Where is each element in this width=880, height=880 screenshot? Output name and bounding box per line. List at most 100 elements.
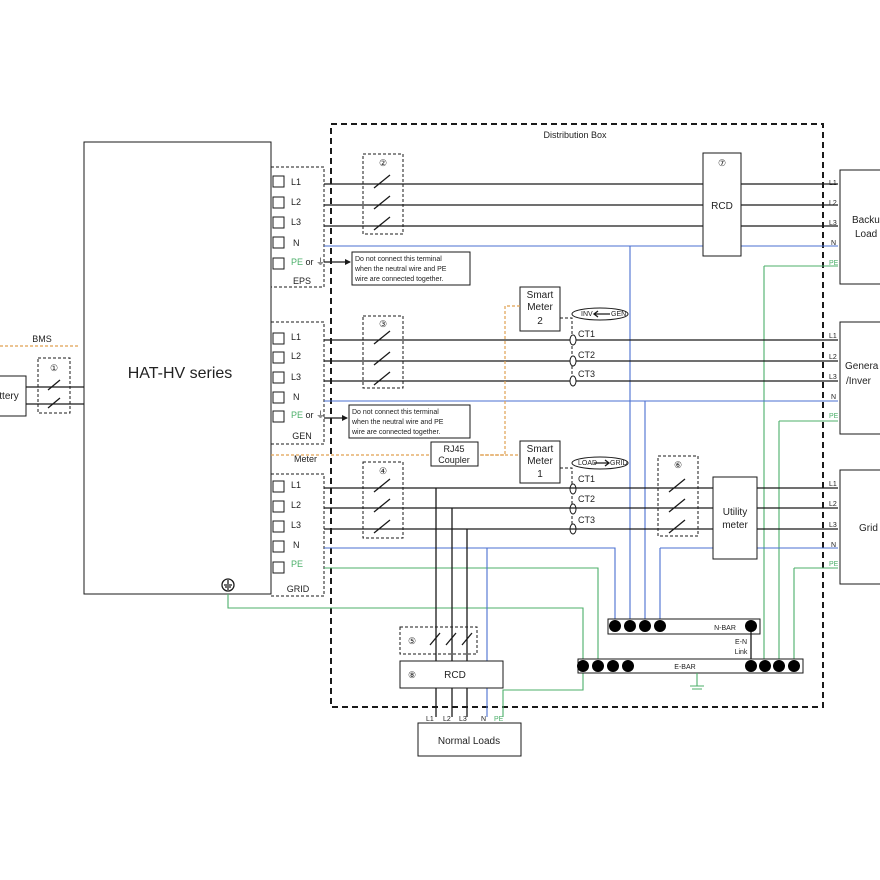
rcd-bottom-label: RCD [444, 670, 466, 681]
grid-neutral-wire [324, 547, 616, 623]
gen-note-line-2: when the neutral wire and PE [351, 419, 444, 426]
utility-meter-line-1: Utility [723, 507, 747, 518]
switch-5-contacts [429, 632, 473, 646]
grid-l1: L1 [291, 480, 301, 490]
smart-meter-1-box [519, 440, 561, 484]
normal-loads-pe-wire [502, 668, 584, 717]
eps-terminal-frame [270, 166, 325, 288]
sm2-ct1: CT1 [578, 329, 595, 339]
sm2-ct3: CT3 [578, 369, 595, 379]
earth-ground-icon [690, 673, 704, 690]
gen-n: N [293, 392, 300, 402]
switch-6-contacts [668, 478, 686, 534]
gen-pe-wire [778, 420, 838, 663]
switch-3-frame [362, 315, 404, 389]
eps-pe-row: PE or ⏚ [291, 257, 325, 267]
switch-4-frame [362, 461, 404, 539]
switch-1-number: ① [50, 363, 58, 373]
generator-pin-l2: L2 [829, 354, 837, 361]
distribution-box-title: Distribution Box [543, 130, 607, 140]
grid-source-pin-l2: L2 [829, 501, 837, 508]
grid-source-pin-l3: L3 [829, 522, 837, 529]
backup-pin-l1: L1 [829, 180, 837, 187]
normal-loads-pin-l3: L3 [459, 716, 467, 723]
grid-line-wires [324, 487, 838, 530]
sm2-ct2: CT2 [578, 350, 595, 360]
generator-line-1: Genera [845, 361, 879, 372]
eps-name: EPS [293, 276, 311, 286]
grid-side-pe [793, 567, 838, 663]
switch-1-contacts [47, 379, 61, 409]
normal-loads-box [417, 722, 522, 757]
switch-3-number: ③ [379, 319, 387, 329]
inverter-box [83, 141, 272, 595]
eps-note-line-3: wire are connected together. [354, 276, 443, 283]
sm1-ct2: CT2 [578, 494, 595, 504]
eps-l3: L3 [291, 217, 301, 227]
switch-8-number: ⑧ [408, 670, 416, 680]
bms-label: BMS [32, 334, 52, 344]
smart-meter-1-line-2: Meter [527, 456, 553, 467]
n-bar-label: N-BAR [714, 625, 736, 632]
eps-pe: PE [291, 257, 303, 267]
rcd-top-box [702, 152, 742, 257]
eps-l1: L1 [291, 177, 301, 187]
eps-terminal-pins [272, 175, 285, 270]
generator-line-2: /Inver [846, 376, 872, 387]
meter-label: Meter [294, 454, 317, 464]
battery-label: ttery [0, 391, 19, 402]
inverter-ground-wire [227, 594, 584, 663]
inverter-title: HAT-HV series [128, 365, 233, 382]
utility-meter-line-2: meter [722, 520, 748, 531]
sm1-ct1: CT1 [578, 474, 595, 484]
grid-l3: L3 [291, 520, 301, 530]
rcd-bottom-box [399, 660, 504, 689]
smart-meter-2-line-3: 2 [537, 316, 543, 327]
switch-2-number: ② [379, 158, 387, 168]
grid-source-pin-n: N [831, 542, 836, 549]
battery-dc-wires [26, 386, 84, 405]
e-bar-terminals [577, 660, 800, 672]
backup-loads-box [839, 169, 880, 285]
switch-7-number: ⑦ [718, 158, 726, 168]
eps-note-line-1: Do not connect this terminal [355, 256, 442, 263]
eps-n: N [293, 238, 300, 248]
en-link-line-2: Link [735, 649, 748, 656]
gen-note-line-1: Do not connect this terminal [352, 409, 439, 416]
switch-4-contacts [373, 478, 391, 534]
eps-pe-suffix: or ⏚ [303, 257, 325, 267]
gen-l1: L1 [291, 332, 301, 342]
smart-meter-1-line-1: Smart [527, 444, 554, 455]
switch-6-frame [657, 455, 699, 537]
switch-2-frame [362, 153, 404, 235]
normal-loads-label: Normal Loads [438, 736, 500, 747]
backup-pin-l2: L2 [829, 200, 837, 207]
grid-source-pin-l1: L1 [829, 481, 837, 488]
backup-pin-l3: L3 [829, 220, 837, 227]
sm2-badge-right: GEN [611, 311, 626, 318]
smart-meter-2-line-2: Meter [527, 302, 553, 313]
gen-terminal-frame [270, 321, 325, 445]
utility-meter-box [712, 476, 758, 560]
backup-pin-n: N [831, 240, 836, 247]
generator-pin-n: N [831, 394, 836, 401]
sm1-ct3: CT3 [578, 515, 595, 525]
grid-source-box [839, 469, 880, 585]
generator-pin-pe: PE [829, 413, 839, 420]
sm1-ct-leads [560, 467, 573, 527]
backup-loads-line-1: Backu [852, 215, 880, 226]
switch-3-contacts [373, 330, 391, 386]
switch-5-number: ⑤ [408, 636, 416, 646]
grid-name: GRID [287, 584, 310, 594]
grid-pe-wire [324, 567, 599, 663]
grid-terminal-pins [272, 480, 285, 574]
rj45-line-2: Coupler [438, 455, 470, 465]
sm1-ct-coils [569, 483, 577, 535]
switch-2-contacts [373, 174, 391, 231]
smart-meter-2-box [519, 286, 561, 332]
smart-meter-2-line-1: Smart [527, 290, 554, 301]
gen-terminal-pins [272, 332, 285, 423]
sm1-badge-arrow [594, 459, 611, 467]
inverter-ground-glyph [224, 580, 232, 590]
